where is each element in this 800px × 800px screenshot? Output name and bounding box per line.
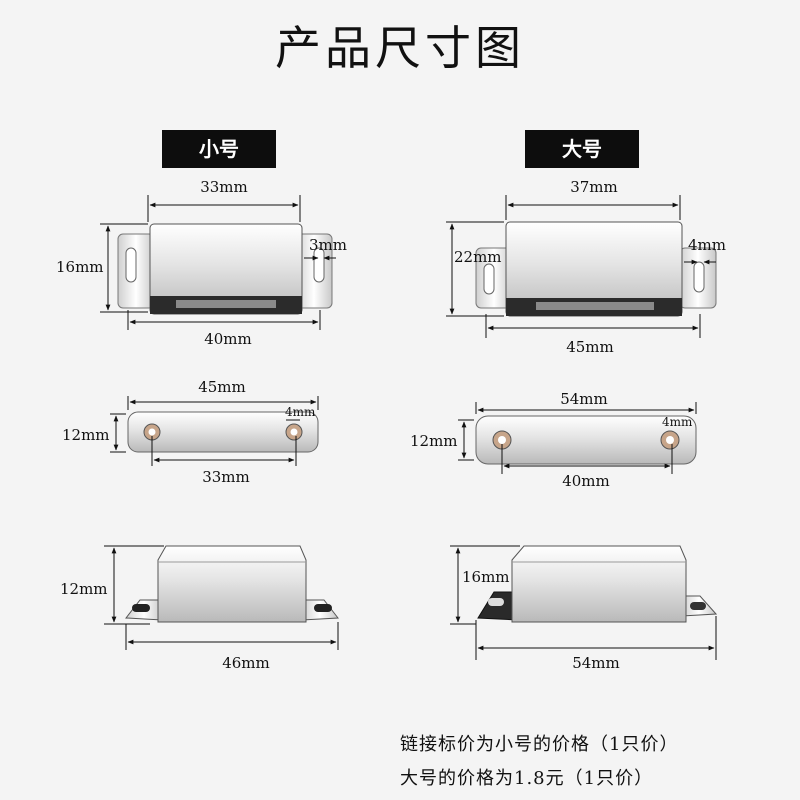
small-strike-plate: [127, 411, 319, 453]
large-plate-hole-spacing-label: 40mm: [562, 472, 610, 490]
large-plate-hole-label: 4mm: [662, 415, 693, 429]
large-side-length-label: 54mm: [572, 654, 620, 672]
large-side-height-label: 16mm: [462, 568, 510, 586]
small-catch-height-label: 16mm: [56, 258, 104, 276]
small-size-tag: 小号: [162, 130, 276, 168]
small-plate-hole-spacing-label: 33mm: [202, 468, 250, 486]
large-catch-side: [477, 545, 718, 623]
small-catch-side: [125, 545, 339, 623]
large-catch-width-label: 37mm: [570, 178, 618, 196]
large-catch-front: [475, 221, 717, 317]
small-plate-length-label: 45mm: [198, 378, 246, 396]
small-side-height-label: 12mm: [60, 580, 108, 598]
large-plate-length-label: 54mm: [560, 390, 608, 408]
small-catch-thickness-label: 3mm: [309, 236, 347, 254]
small-catch-width-label: 33mm: [200, 178, 248, 196]
small-catch-base-label: 40mm: [204, 330, 252, 348]
large-catch-base-label: 45mm: [566, 338, 614, 356]
small-catch-front: [117, 223, 333, 315]
price-note-1: 链接标价为小号的价格（1只价）: [400, 734, 679, 755]
large-catch-height-label: 22mm: [454, 248, 502, 266]
small-plate-hole-label: 4mm: [285, 405, 316, 419]
large-plate-height-label: 12mm: [410, 432, 458, 450]
large-size-tag: 大号: [525, 130, 639, 168]
price-note-2: 大号的价格为1.8元（1只价）: [400, 768, 654, 789]
small-side-length-label: 46mm: [222, 654, 270, 672]
large-strike-plate: [475, 415, 697, 465]
small-plate-height-label: 12mm: [62, 426, 110, 444]
page-title: 产品尺寸图: [275, 21, 525, 75]
large-catch-thickness-label: 4mm: [688, 236, 726, 254]
